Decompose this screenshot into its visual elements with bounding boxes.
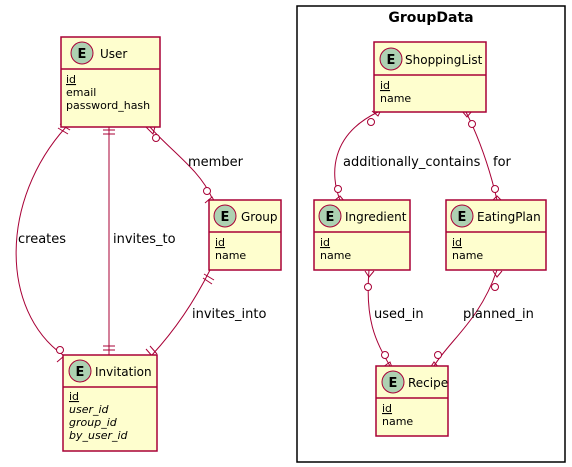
entity-user: E User id email password_hash bbox=[60, 36, 161, 128]
attr-id: id bbox=[320, 236, 330, 249]
attr-name: name bbox=[215, 249, 246, 262]
entity-badge-letter: E bbox=[389, 376, 398, 391]
attr-user-id: user_id bbox=[69, 403, 110, 416]
attr-name: name bbox=[382, 415, 413, 428]
entity-group: E Group id name bbox=[208, 199, 282, 271]
entity-badge-icon bbox=[70, 41, 94, 65]
entity-title: EatingPlan bbox=[477, 210, 541, 224]
relation-label-invites-into: invites_into bbox=[192, 307, 266, 322]
attr-name: name bbox=[380, 92, 411, 105]
entity-title: Group bbox=[241, 210, 278, 224]
relation-used-in: used_in bbox=[367, 269, 424, 367]
relation-member: member bbox=[149, 126, 244, 199]
entity-badge-letter: E bbox=[387, 53, 396, 68]
relation-label-used-in: used_in bbox=[374, 307, 424, 322]
relation-label-planned-in: planned_in bbox=[463, 307, 534, 322]
entity-badge-letter: E bbox=[76, 365, 85, 380]
entity-title: ShoppingList bbox=[405, 53, 483, 67]
attr-id: id bbox=[215, 236, 225, 249]
entity-badge-icon bbox=[381, 370, 405, 394]
attr-id: id bbox=[66, 73, 76, 86]
attr-id: id bbox=[452, 236, 462, 249]
relation-label-creates: creates bbox=[18, 232, 66, 247]
entity-badge-letter: E bbox=[326, 210, 335, 225]
entity-badge-icon bbox=[68, 359, 92, 383]
relation-invites-to: invites_to bbox=[108, 127, 176, 355]
entity-title: User bbox=[100, 47, 127, 61]
entity-shoppinglist: E ShoppingList id name bbox=[373, 41, 487, 113]
attr-id: id bbox=[69, 390, 79, 403]
attr-by-user-id: by_user_id bbox=[69, 429, 129, 442]
entity-recipe: E Recipe id name bbox=[375, 365, 449, 437]
entity-ingredient: E Ingredient id name bbox=[313, 199, 411, 271]
entity-badge-letter: E bbox=[221, 210, 230, 225]
entity-eatingplan: E EatingPlan id name bbox=[445, 199, 547, 271]
entity-badge-letter: E bbox=[458, 210, 467, 225]
attr-id: id bbox=[382, 402, 392, 415]
entity-title: Invitation bbox=[95, 365, 152, 379]
relation-label-invites-to: invites_to bbox=[113, 232, 176, 247]
package-title: GroupData bbox=[388, 10, 473, 26]
relation-additionally-contains: additionally_contains bbox=[334, 111, 481, 201]
relation-planned-in: planned_in bbox=[433, 269, 534, 367]
attr-name: name bbox=[320, 249, 351, 262]
attr-email: email bbox=[66, 86, 96, 99]
package-groupdata: GroupData bbox=[296, 5, 566, 463]
entity-badge-icon bbox=[318, 204, 342, 228]
entity-badge-icon bbox=[379, 47, 403, 71]
attr-password-hash: password_hash bbox=[66, 99, 150, 112]
attr-group-id: group_id bbox=[69, 416, 118, 429]
entity-badge-letter: E bbox=[78, 47, 87, 62]
entity-badge-icon bbox=[450, 204, 474, 228]
entity-title: Ingredient bbox=[345, 210, 407, 224]
relation-creates: creates bbox=[15, 126, 67, 356]
entity-invitation: E Invitation id user_id group_id by_user… bbox=[62, 354, 158, 452]
relation-label-additionally-contains: additionally_contains bbox=[343, 155, 481, 170]
entity-title: Recipe bbox=[408, 376, 448, 390]
attr-id: id bbox=[380, 79, 390, 92]
entity-badge-icon bbox=[213, 204, 237, 228]
relation-label-for: for bbox=[493, 155, 512, 170]
attr-name: name bbox=[452, 249, 483, 262]
relation-label-member: member bbox=[188, 155, 244, 170]
